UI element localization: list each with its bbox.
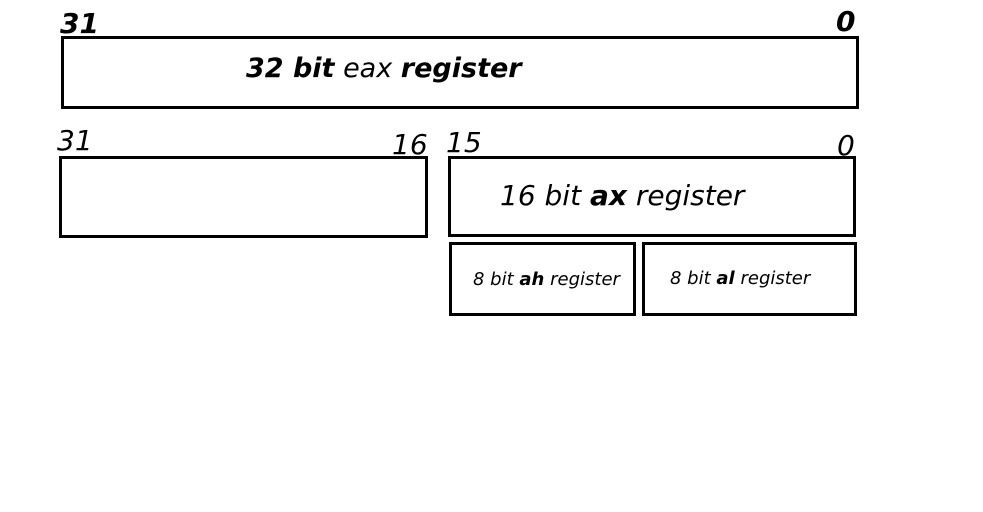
ah-suffix-text: register <box>550 269 620 290</box>
al-suffix-text: register <box>740 268 811 289</box>
ax-name-text: ax <box>589 179 627 212</box>
eax-upper-half-box <box>59 156 428 238</box>
al-register-box: 8 bit al register <box>642 242 857 316</box>
ax-register-box: 16 bit ax register <box>448 156 856 237</box>
upper-bit-16: 16 <box>392 128 428 161</box>
ax-register-label: 16 bit ax register <box>500 179 744 212</box>
al-register-label: 8 bit al register <box>670 268 810 289</box>
eax-bit-31: 31 <box>60 7 99 40</box>
ah-register-box: 8 bit ah register <box>449 242 636 316</box>
ah-register-label: 8 bit ah register <box>473 269 620 290</box>
al-size-text: 8 bit <box>670 268 711 289</box>
eax-bit-0: 0 <box>836 5 856 38</box>
eax-suffix-text: register <box>400 53 522 84</box>
ax-bit-15: 15 <box>446 126 482 159</box>
eax-name-text: eax <box>343 53 393 84</box>
ah-name-text: ah <box>519 269 545 290</box>
eax-register-label: 32 bit eax register <box>246 53 522 84</box>
eax-register-box: 32 bit eax register <box>61 36 859 109</box>
eax-size-text: 32 bit <box>246 53 335 84</box>
upper-bit-31: 31 <box>57 124 93 157</box>
ax-suffix-text: register <box>635 179 745 212</box>
ah-size-text: 8 bit <box>473 269 514 290</box>
ax-size-text: 16 bit <box>500 179 582 212</box>
ax-bit-0: 0 <box>837 129 855 162</box>
al-name-text: al <box>716 268 735 289</box>
